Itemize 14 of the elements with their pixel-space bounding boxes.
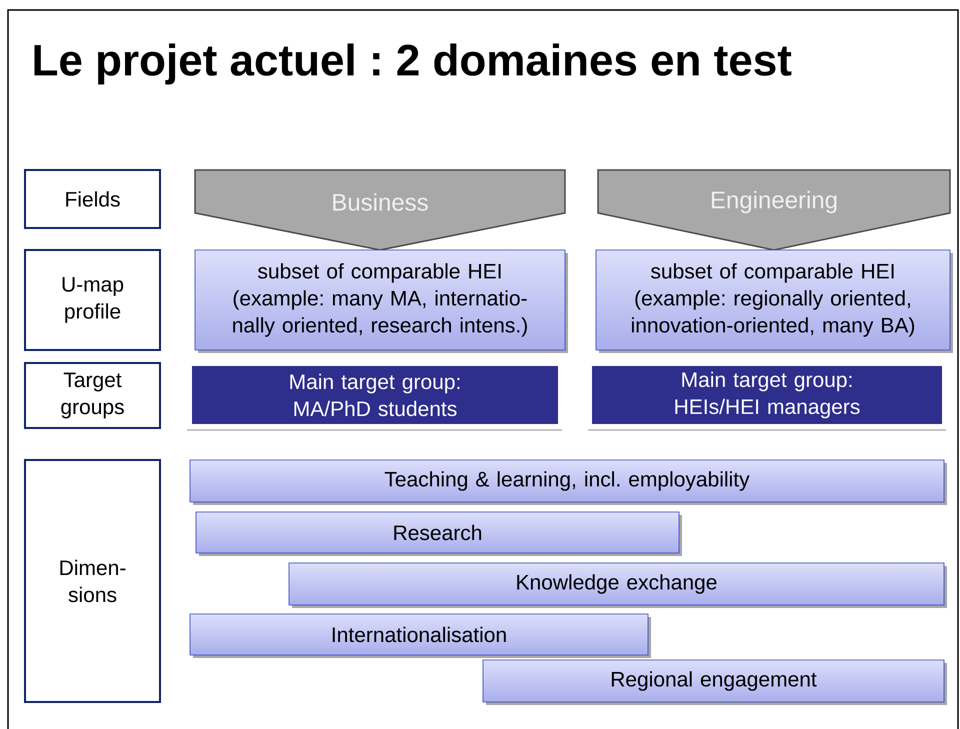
profile-box: subset of comparable HEI (example: many MA, internatio- nally oriented, research intens.): [194, 250, 568, 353]
dimension-bar: Teaching & learning, incl. employability: [190, 460, 947, 505]
target-group-box: Main target group: MA/PhD students: [192, 366, 558, 424]
dimension-bar: Research: [196, 512, 682, 556]
row-label-box: U-map profile: [24, 249, 161, 351]
dimension-bar: Knowledge exchange: [288, 562, 947, 608]
dimension-bar: Regional engagement: [482, 660, 947, 705]
profile-box: subset of comparable HEI (example: regionally oriented, innovation-oriented, many BA): [596, 250, 954, 353]
row-label-box: Dimen- sions: [24, 459, 161, 703]
row-label-box: Fields: [24, 169, 161, 229]
row-label-box: Target groups: [24, 362, 161, 429]
slide-title: Le projet actuel : 2 domaines en test: [34, 44, 792, 84]
target-group-box: Main target group: HEIs/HEI managers: [592, 366, 942, 424]
dimension-bar: Internationalisation: [190, 614, 651, 658]
